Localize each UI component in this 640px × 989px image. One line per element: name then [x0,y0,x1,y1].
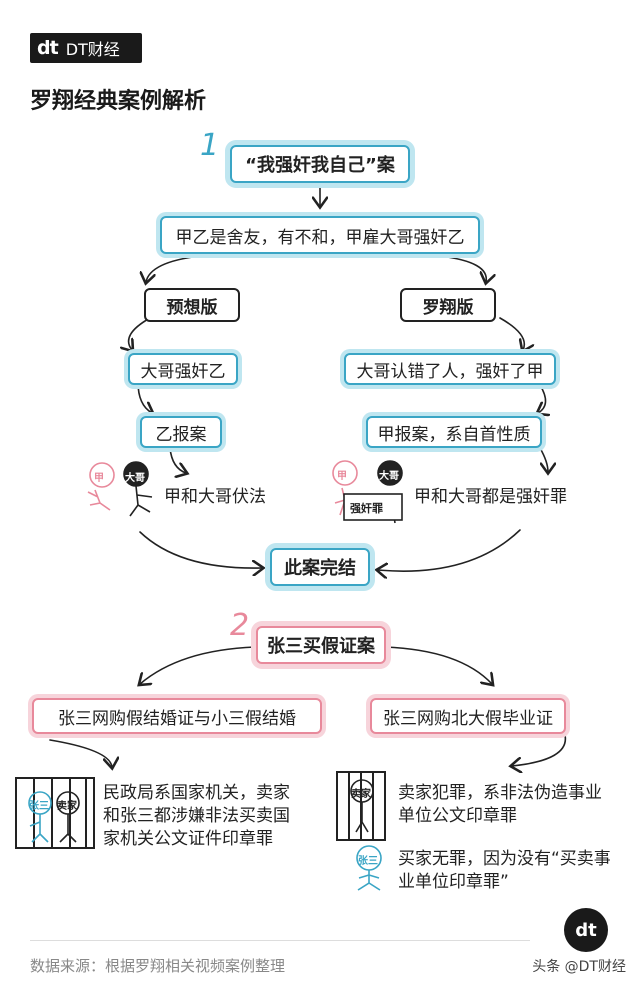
crime-sign [343,493,403,521]
platform-watermark: 头条 @DT财经 [532,959,626,975]
figure-seller-jail-right [350,779,374,833]
figure-label-seller-right: 卖家 [351,789,371,800]
case2-right-result-buyer: 买家无罪，因为没有“买卖事业单位印章罪” [398,849,611,892]
figure-label-seller-left: 卖家 [57,801,77,812]
figure-dage-left [123,461,153,517]
case2-title-text: 张三买假证案 [267,636,375,657]
dt-badge: dt [564,908,608,952]
case1-left-step2-text: 乙报案 [155,424,207,445]
case1-left-result: 甲和大哥伏法 [164,487,266,507]
footer-divider [30,940,530,941]
case1-left-step1: 大哥强奸乙 [128,353,238,385]
logo-mark: dt [37,37,59,59]
figure-label-dage-right: 大哥 [379,471,399,482]
case2-number: 2 [230,608,250,643]
case1-left-label: 预想版 [144,288,242,324]
case2-title: 张三买假证案 [256,626,386,664]
case1-title: “我强奸我自己”案 [230,145,410,183]
case1-left-step1-text: 大哥强奸乙 [140,361,226,382]
case1-right-label-text: 罗翔版 [422,297,474,318]
case1-right-step2: 甲报案，系自首性质 [366,416,542,448]
page-title: 罗翔经典案例解析 [30,89,207,114]
figure-buyer-free [356,845,382,891]
case1-premise: 甲乙是舍友，有不和，甲雇大哥强奸乙 [160,216,480,254]
figure-label-buyer: 张三 [358,856,378,867]
case1-right-step1-text: 大哥认错了人，强奸了甲 [356,361,544,382]
figure-seller-jail-left [56,791,80,843]
figure-jia-left [87,462,115,511]
case1-end: 此案完结 [270,548,370,586]
case1-number: 1 [200,128,220,163]
case2-right-scenario-text: 张三网购北大假毕业证 [383,708,553,729]
source-note: 数据来源：根据罗翔相关视频案例整理 [30,957,286,975]
jail-left [15,777,95,849]
case2-right-result-seller: 卖家犯罪，系非法伪造事业单位公文印章罪 [398,783,602,826]
figure-label-dage-left: 大哥 [125,473,145,484]
case2-left-scenario: 张三网购假结婚证与小三假结婚 [32,698,322,734]
case1-left-step2: 乙报案 [140,416,222,448]
brand-logo: dt DT财经 [30,33,142,63]
figure-label-jia-left: 甲 [94,473,104,484]
case1-right-step1: 大哥认错了人，强奸了甲 [344,353,556,385]
case1-right-label: 罗翔版 [400,288,498,324]
case1-left-label-text: 预想版 [166,297,218,318]
case2-right-scenario: 张三网购北大假毕业证 [370,698,566,734]
case1-right-step2-text: 甲报案，系自首性质 [377,424,531,445]
figure-label-jia-right: 甲 [337,471,347,482]
case1-right-result: 甲和大哥都是强奸罪 [414,487,567,507]
logo-name: DT财经 [65,40,120,59]
case2-left-result: 民政局系国家机关，卖家和张三都涉嫌非法买卖国家机关公文证件印章罪 [103,783,290,849]
case1-end-text: 此案完结 [284,558,356,579]
figure-label-zhangsan-jail: 张三 [29,801,49,812]
case1-title-text: “我强奸我自己”案 [245,155,395,176]
figure-zhangsan-jail [28,791,52,843]
case2-left-scenario-text: 张三网购假结婚证与小三假结婚 [58,708,296,729]
case1-premise-text: 甲乙是舍友，有不和，甲雇大哥强奸乙 [175,227,465,248]
crime-sign-label: 强奸罪 [350,502,383,515]
jail-right [336,771,386,841]
